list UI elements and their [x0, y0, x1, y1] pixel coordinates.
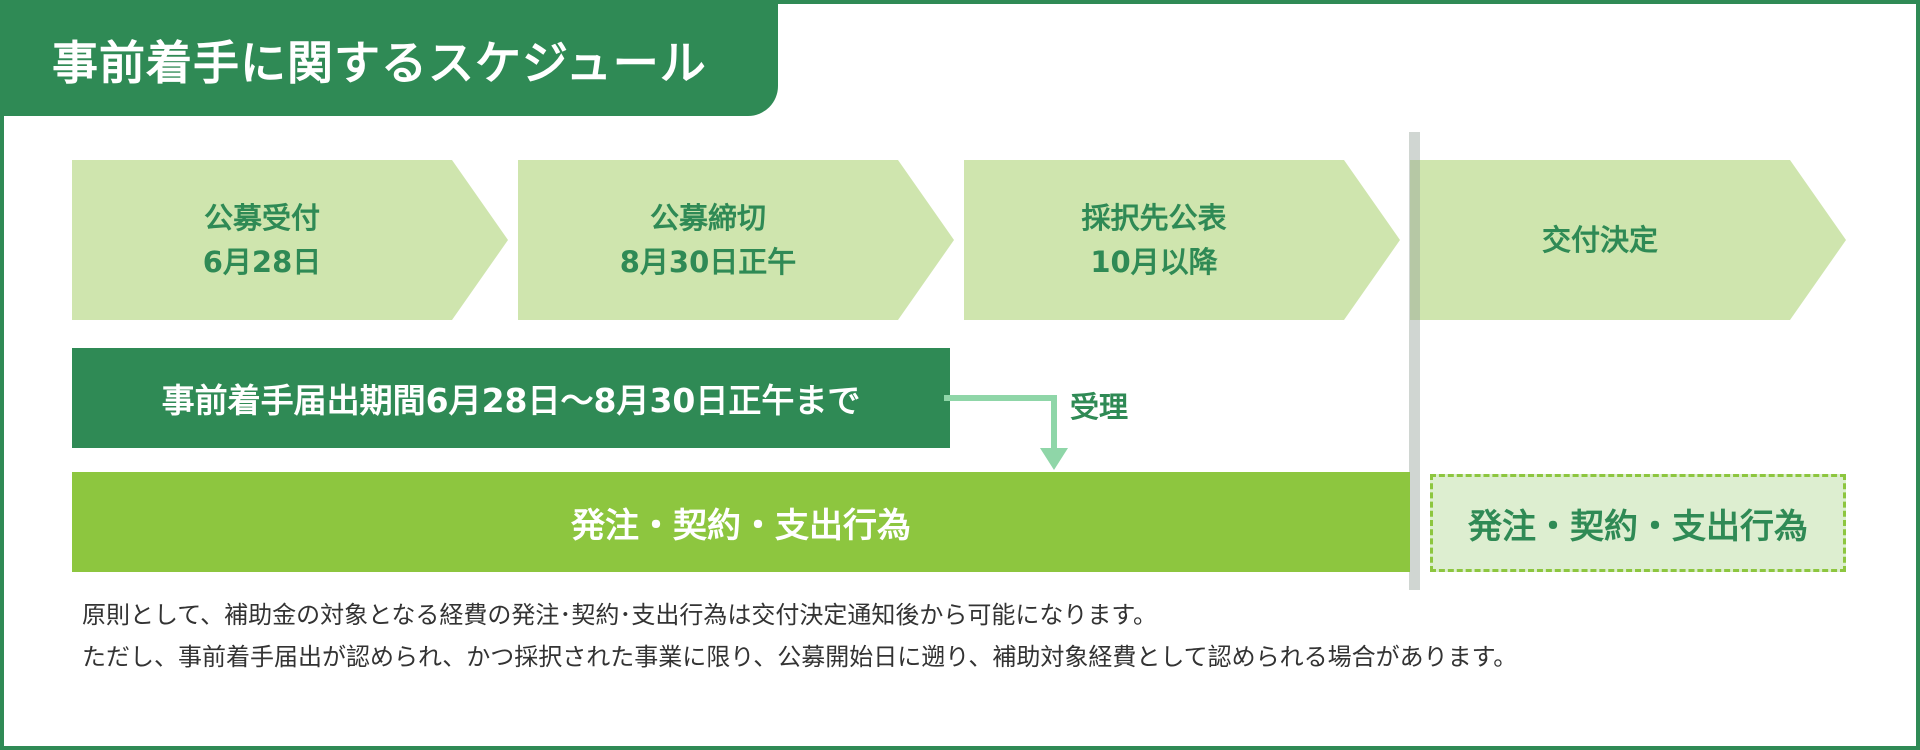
stage-label: 公募受付	[203, 201, 320, 235]
stage-label: 公募締切	[649, 201, 766, 235]
grant-decision-divider	[1409, 132, 1420, 590]
stage-date: 6月28日	[202, 245, 322, 279]
order-contract-payment-bar: 発注・契約・支出行為	[72, 472, 1410, 572]
stage-date: 8月30日正午	[619, 245, 797, 279]
stage-application-open: 公募受付 6月28日	[72, 160, 508, 320]
order-contract-payment-label: 発注・契約・支出行為	[571, 505, 911, 546]
accept-label: 受理	[1070, 390, 1129, 424]
accept-arrow-icon	[944, 395, 1068, 470]
note-line: ただし、事前着手届出が認められ、かつ採択された事業に限り、公募開始日に遡り、補助…	[82, 643, 1518, 671]
diagram-title: 事前着手に関するスケジュール	[52, 36, 707, 90]
advance-notice-period-label: 事前着手届出期間6月28日〜8月30日正午まで	[161, 381, 861, 420]
stage-grant-decision: 交付決定	[1410, 160, 1846, 320]
stage-label: 採択先公表	[1081, 201, 1227, 235]
stage-date: 10月以降	[1090, 245, 1218, 279]
order-contract-payment-after-decision-label: 発注・契約・支出行為	[1468, 506, 1808, 547]
note-line: 原則として、補助金の対象となる経費の発注･契約･支出行為は交付決定通知後から可能…	[82, 601, 1157, 629]
advance-notice-period-bar: 事前着手届出期間6月28日〜8月30日正午まで	[72, 348, 950, 448]
title-tab: 事前着手に関するスケジュール	[4, 4, 778, 116]
stage-application-deadline: 公募締切 8月30日正午	[518, 160, 954, 320]
explanatory-note: 原則として、補助金の対象となる経費の発注･契約･支出行為は交付決定通知後から可能…	[82, 594, 1882, 678]
stage-selection-announcement: 採択先公表 10月以降	[964, 160, 1400, 320]
stage-label: 交付決定	[1541, 223, 1658, 257]
order-contract-payment-after-decision-box: 発注・契約・支出行為	[1430, 474, 1846, 572]
